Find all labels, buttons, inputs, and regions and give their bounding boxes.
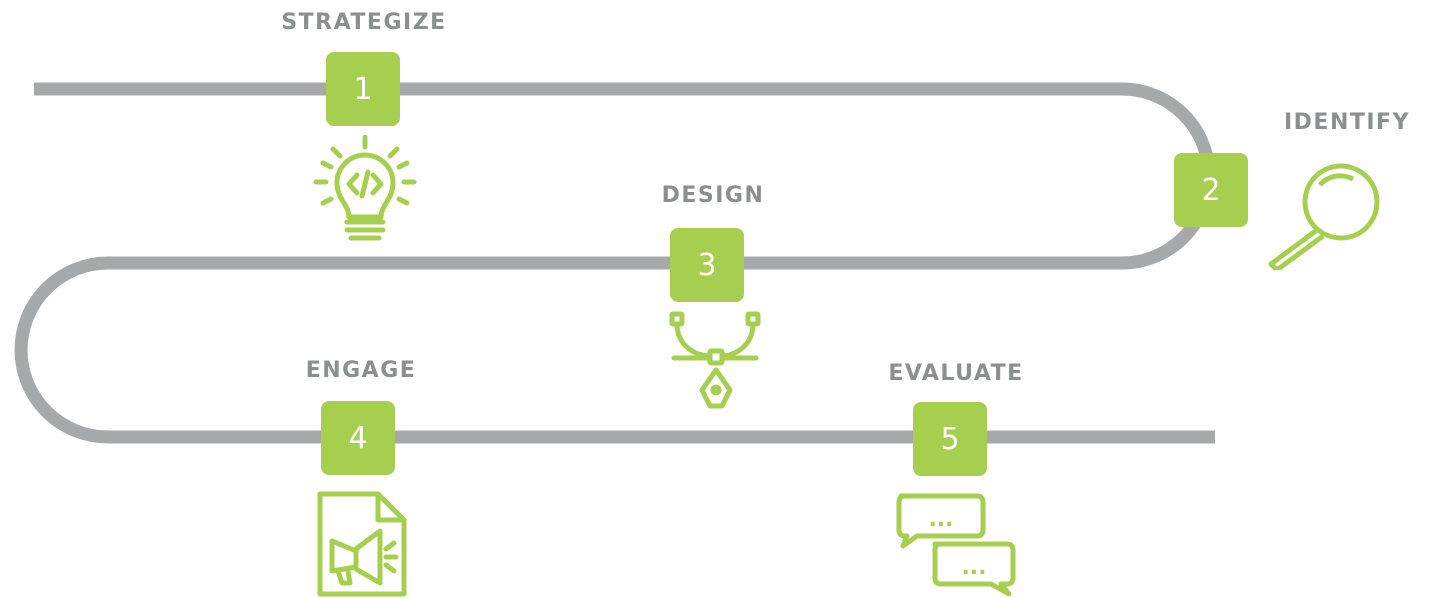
magnifier-icon (1265, 160, 1385, 270)
step-3-label: DESIGN (661, 183, 765, 208)
document-megaphone-icon (316, 491, 408, 597)
step-2-label: IDENTIFY (1283, 110, 1411, 135)
chat-bubble-ellipsis-top: ... (928, 507, 953, 532)
step-2-badge: 2 (1174, 153, 1248, 227)
step-4-badge: 4 (321, 401, 395, 475)
chat-bubble-ellipsis-bottom: ... (961, 555, 986, 580)
step-1-label: STRATEGIZE (281, 10, 447, 35)
step-5-badge: 5 (913, 402, 987, 476)
chat-bubbles-icon: ... ... (895, 492, 1019, 596)
step-4-label: ENGAGE (305, 358, 417, 383)
step-3-badge: 3 (670, 228, 744, 302)
step-5-label: EVALUATE (888, 361, 1024, 386)
lightbulb-code-icon (313, 135, 417, 247)
pen-tool-bezier-icon (668, 310, 764, 416)
step-1-badge: 1 (326, 52, 400, 126)
